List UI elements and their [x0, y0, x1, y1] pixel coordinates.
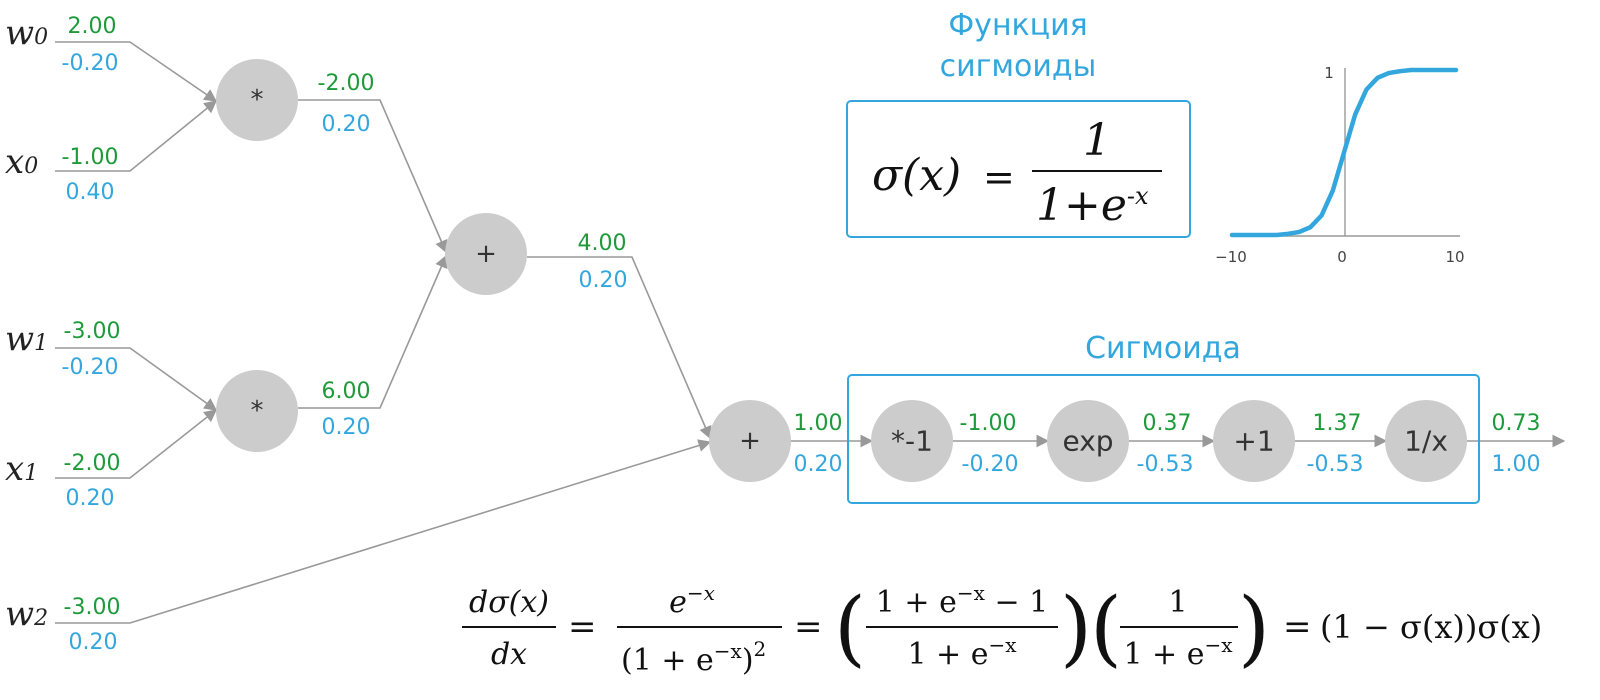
node-add0: +: [445, 213, 527, 295]
deriv-t4-rparen: ): [1238, 581, 1270, 676]
deriv-t2-den: (1 + e−x)2: [621, 637, 766, 678]
input-labels: w0 x0 w1 x1 w2: [5, 13, 48, 634]
deriv-t1-num: dσ(x): [469, 585, 549, 620]
w2-grad-value: 0.20: [69, 630, 118, 655]
input-label-x1: x1: [5, 449, 38, 489]
add0-forward-value: 4.00: [578, 231, 627, 256]
w0-grad-value: -0.20: [62, 51, 119, 76]
x0-forward-value: -1.00: [62, 145, 119, 170]
node-plus1: +1: [1213, 400, 1295, 482]
chart-xtick-neg10: −10: [1215, 248, 1247, 266]
input-label-w2: w2: [5, 594, 48, 634]
input-label-w0: w0: [5, 13, 48, 53]
add1-grad-value: 0.20: [794, 452, 843, 477]
edge-mul0-add0: [298, 99, 448, 254]
deriv-result: (1 − σ(x))σ(x): [1320, 608, 1542, 646]
node-values: -2.00 0.20 6.00 0.20 4.00 0.20 1.00 0.20…: [318, 71, 1541, 477]
deriv-t4-den: 1 + e−x: [1123, 633, 1233, 672]
x1-grad-value: 0.20: [66, 486, 115, 511]
input-label-x0: x0: [5, 142, 38, 182]
edge-x1-mul1: [55, 409, 218, 479]
node-mul1: *: [216, 370, 298, 452]
node-neg-op: *-1: [891, 425, 933, 458]
edge-w0-mul0: [55, 41, 218, 102]
sigmoid-curve-line: [1229, 67, 1459, 238]
add1-forward-value: 1.00: [794, 411, 843, 436]
node-mul0-op: *: [251, 85, 264, 115]
node-mul1-op: *: [251, 396, 264, 426]
edge-w2-add1: [55, 439, 712, 624]
deriv-eq-2: =: [794, 607, 823, 647]
node-mul0: *: [216, 59, 298, 141]
edge-x0-mul0: [55, 100, 217, 172]
node-add1: +: [709, 400, 791, 482]
node-recip: 1/x: [1385, 400, 1467, 482]
graph-edges: [55, 41, 1566, 624]
recip-grad-value: 1.00: [1492, 452, 1541, 477]
neg-forward-value: -1.00: [960, 411, 1017, 436]
deriv-t3-lparen: (: [834, 581, 866, 676]
w1-grad-value: -0.20: [62, 355, 119, 380]
recip-forward-value: 0.73: [1492, 411, 1541, 436]
deriv-t3-num: 1 + e−x − 1: [876, 581, 1048, 620]
chart-ytick-1: 1: [1324, 64, 1334, 82]
exp-grad-value: -0.53: [1137, 452, 1194, 477]
chart-xtick-10: 10: [1445, 248, 1464, 266]
node-recip-op: 1/x: [1404, 425, 1448, 458]
deriv-eq-1: =: [568, 607, 597, 647]
exp-forward-value: 0.37: [1143, 411, 1192, 436]
sigmoid-group-box: [847, 374, 1480, 504]
sigmoid-formula-box: [846, 100, 1191, 238]
neg-grad-value: -0.20: [962, 452, 1019, 477]
w1-forward-value: -3.00: [64, 319, 121, 344]
node-neg: *-1: [871, 400, 953, 482]
edge-mul1-add0: [298, 254, 448, 409]
sigmoid-function-title-line2: сигмоиды: [940, 49, 1097, 84]
add0-grad-value: 0.20: [579, 268, 628, 293]
x1-forward-value: -2.00: [64, 451, 121, 476]
sigmoid-group-title: Сигмоида: [1085, 331, 1241, 366]
sigmoid-function-title-line1: Функция: [948, 8, 1087, 43]
chart-xtick-0: 0: [1337, 248, 1347, 266]
x0-grad-value: 0.40: [66, 180, 115, 205]
graph-nodes: * * + + *-1 exp +1 1/x: [216, 59, 1467, 482]
deriv-t2-num: e−x: [669, 581, 715, 620]
input-values: 2.00 -0.20 -1.00 0.40 -3.00 -0.20 -2.00 …: [62, 14, 121, 655]
deriv-t1-den: dx: [491, 637, 527, 672]
formula-denominator: 1+e-x: [1036, 180, 1149, 231]
input-label-w1: w1: [5, 319, 48, 359]
node-add0-op: +: [475, 239, 497, 269]
node-add1-op: +: [739, 426, 761, 456]
formula-equals: =: [983, 155, 1015, 199]
deriv-t4-num: 1: [1168, 585, 1187, 620]
formula-lhs: σ(x): [872, 150, 961, 201]
node-exp: exp: [1047, 400, 1129, 482]
mul0-grad-value: 0.20: [322, 112, 371, 137]
deriv-t4-lparen: (: [1090, 581, 1122, 676]
w0-forward-value: 2.00: [68, 14, 117, 39]
edge-w1-mul1: [55, 347, 218, 411]
mul0-forward-value: -2.00: [318, 71, 375, 96]
mul1-grad-value: 0.20: [322, 415, 371, 440]
w2-forward-value: -3.00: [64, 595, 121, 620]
sigmoid-formula: σ(x) = 1 1+e-x: [872, 115, 1162, 231]
edge-add0-add1: [527, 256, 712, 440]
plus1-forward-value: 1.37: [1313, 411, 1362, 436]
deriv-t3-rparen: ): [1060, 581, 1092, 676]
plus1-grad-value: -0.53: [1307, 452, 1364, 477]
deriv-t3-den: 1 + e−x: [907, 633, 1017, 672]
node-plus1-op: +1: [1233, 425, 1274, 458]
node-exp-op: exp: [1062, 425, 1113, 458]
deriv-eq-3: =: [1283, 607, 1312, 647]
formula-numerator: 1: [1083, 115, 1111, 166]
sigmoid-chart: 1 −10 0 10: [1215, 64, 1464, 266]
derivative-equation: dσ(x) dx = e−x (1 + e−x)2 = ( 1 + e−x − …: [462, 581, 1542, 678]
mul1-forward-value: 6.00: [322, 379, 371, 404]
